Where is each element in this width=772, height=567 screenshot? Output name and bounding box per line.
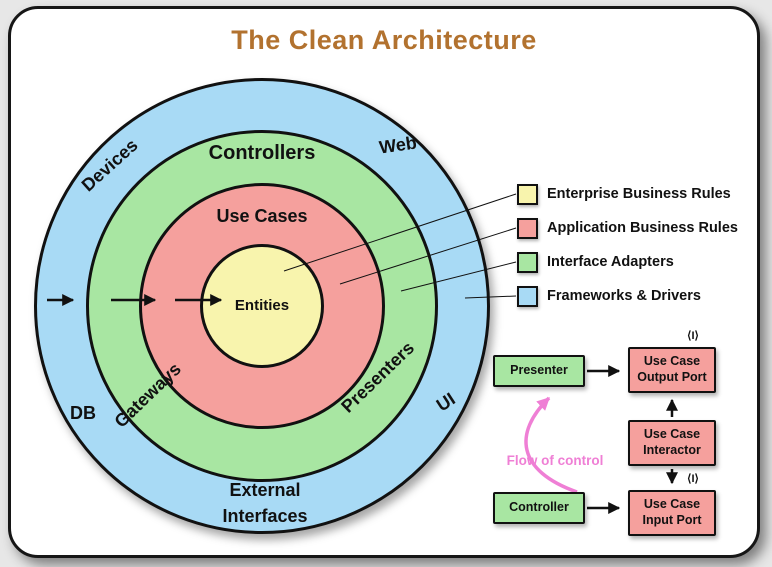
label-controllers: Controllers <box>208 142 316 164</box>
legend-item-application: Application Business Rules <box>517 216 738 240</box>
interface-icon-input-port: ⟨I⟩ <box>687 473 699 485</box>
diagram-title: The Clean Architecture <box>231 25 537 55</box>
flow-interactor-line1: Use Case <box>643 427 701 442</box>
flow-input-port-line2: Input Port <box>642 513 702 527</box>
legend-swatch-adapters <box>517 251 538 273</box>
flow-presenter-label: Presenter <box>510 363 568 378</box>
label-db: DB <box>70 403 96 423</box>
legend-label-adapters: Interface Adapters <box>547 254 674 270</box>
flow-output-port-line2: Output Port <box>637 370 707 384</box>
legend-label-application: Application Business Rules <box>547 220 738 236</box>
legend-item-frameworks: Frameworks & Drivers <box>517 284 701 308</box>
interface-icon-output-port: ⟨I⟩ <box>687 330 699 342</box>
flow-output-port-line1: Use Case <box>643 354 701 369</box>
label-external-interfaces: External Interfaces <box>165 477 365 529</box>
legend-swatch-application <box>517 217 538 239</box>
flow-output-port-box: Use Case Output Port <box>628 347 716 393</box>
flow-controller-label: Controller <box>509 500 569 515</box>
flow-controller-box: Controller <box>493 492 585 524</box>
flow-interactor-line2: Interactor <box>643 443 701 457</box>
flow-interactor-box: Use Case Interactor <box>628 420 716 466</box>
legend-label-enterprise: Enterprise Business Rules <box>547 186 731 202</box>
legend-item-enterprise: Enterprise Business Rules <box>517 182 731 206</box>
label-entities: Entities <box>234 297 290 314</box>
legend-swatch-frameworks <box>517 285 538 307</box>
flow-of-control-label: Flow of control <box>506 453 604 468</box>
diagram-card: The Clean Architecture <box>8 6 760 558</box>
label-external-line1: External <box>229 480 301 500</box>
legend-label-frameworks: Frameworks & Drivers <box>547 288 701 304</box>
flow-input-port-line1: Use Case <box>643 497 701 512</box>
label-external-line2: Interfaces <box>222 506 308 527</box>
label-use-cases: Use Cases <box>216 206 308 226</box>
flow-presenter-box: Presenter <box>493 355 585 387</box>
legend-item-adapters: Interface Adapters <box>517 250 674 274</box>
flow-input-port-box: Use Case Input Port <box>628 490 716 536</box>
legend-swatch-enterprise <box>517 183 538 205</box>
